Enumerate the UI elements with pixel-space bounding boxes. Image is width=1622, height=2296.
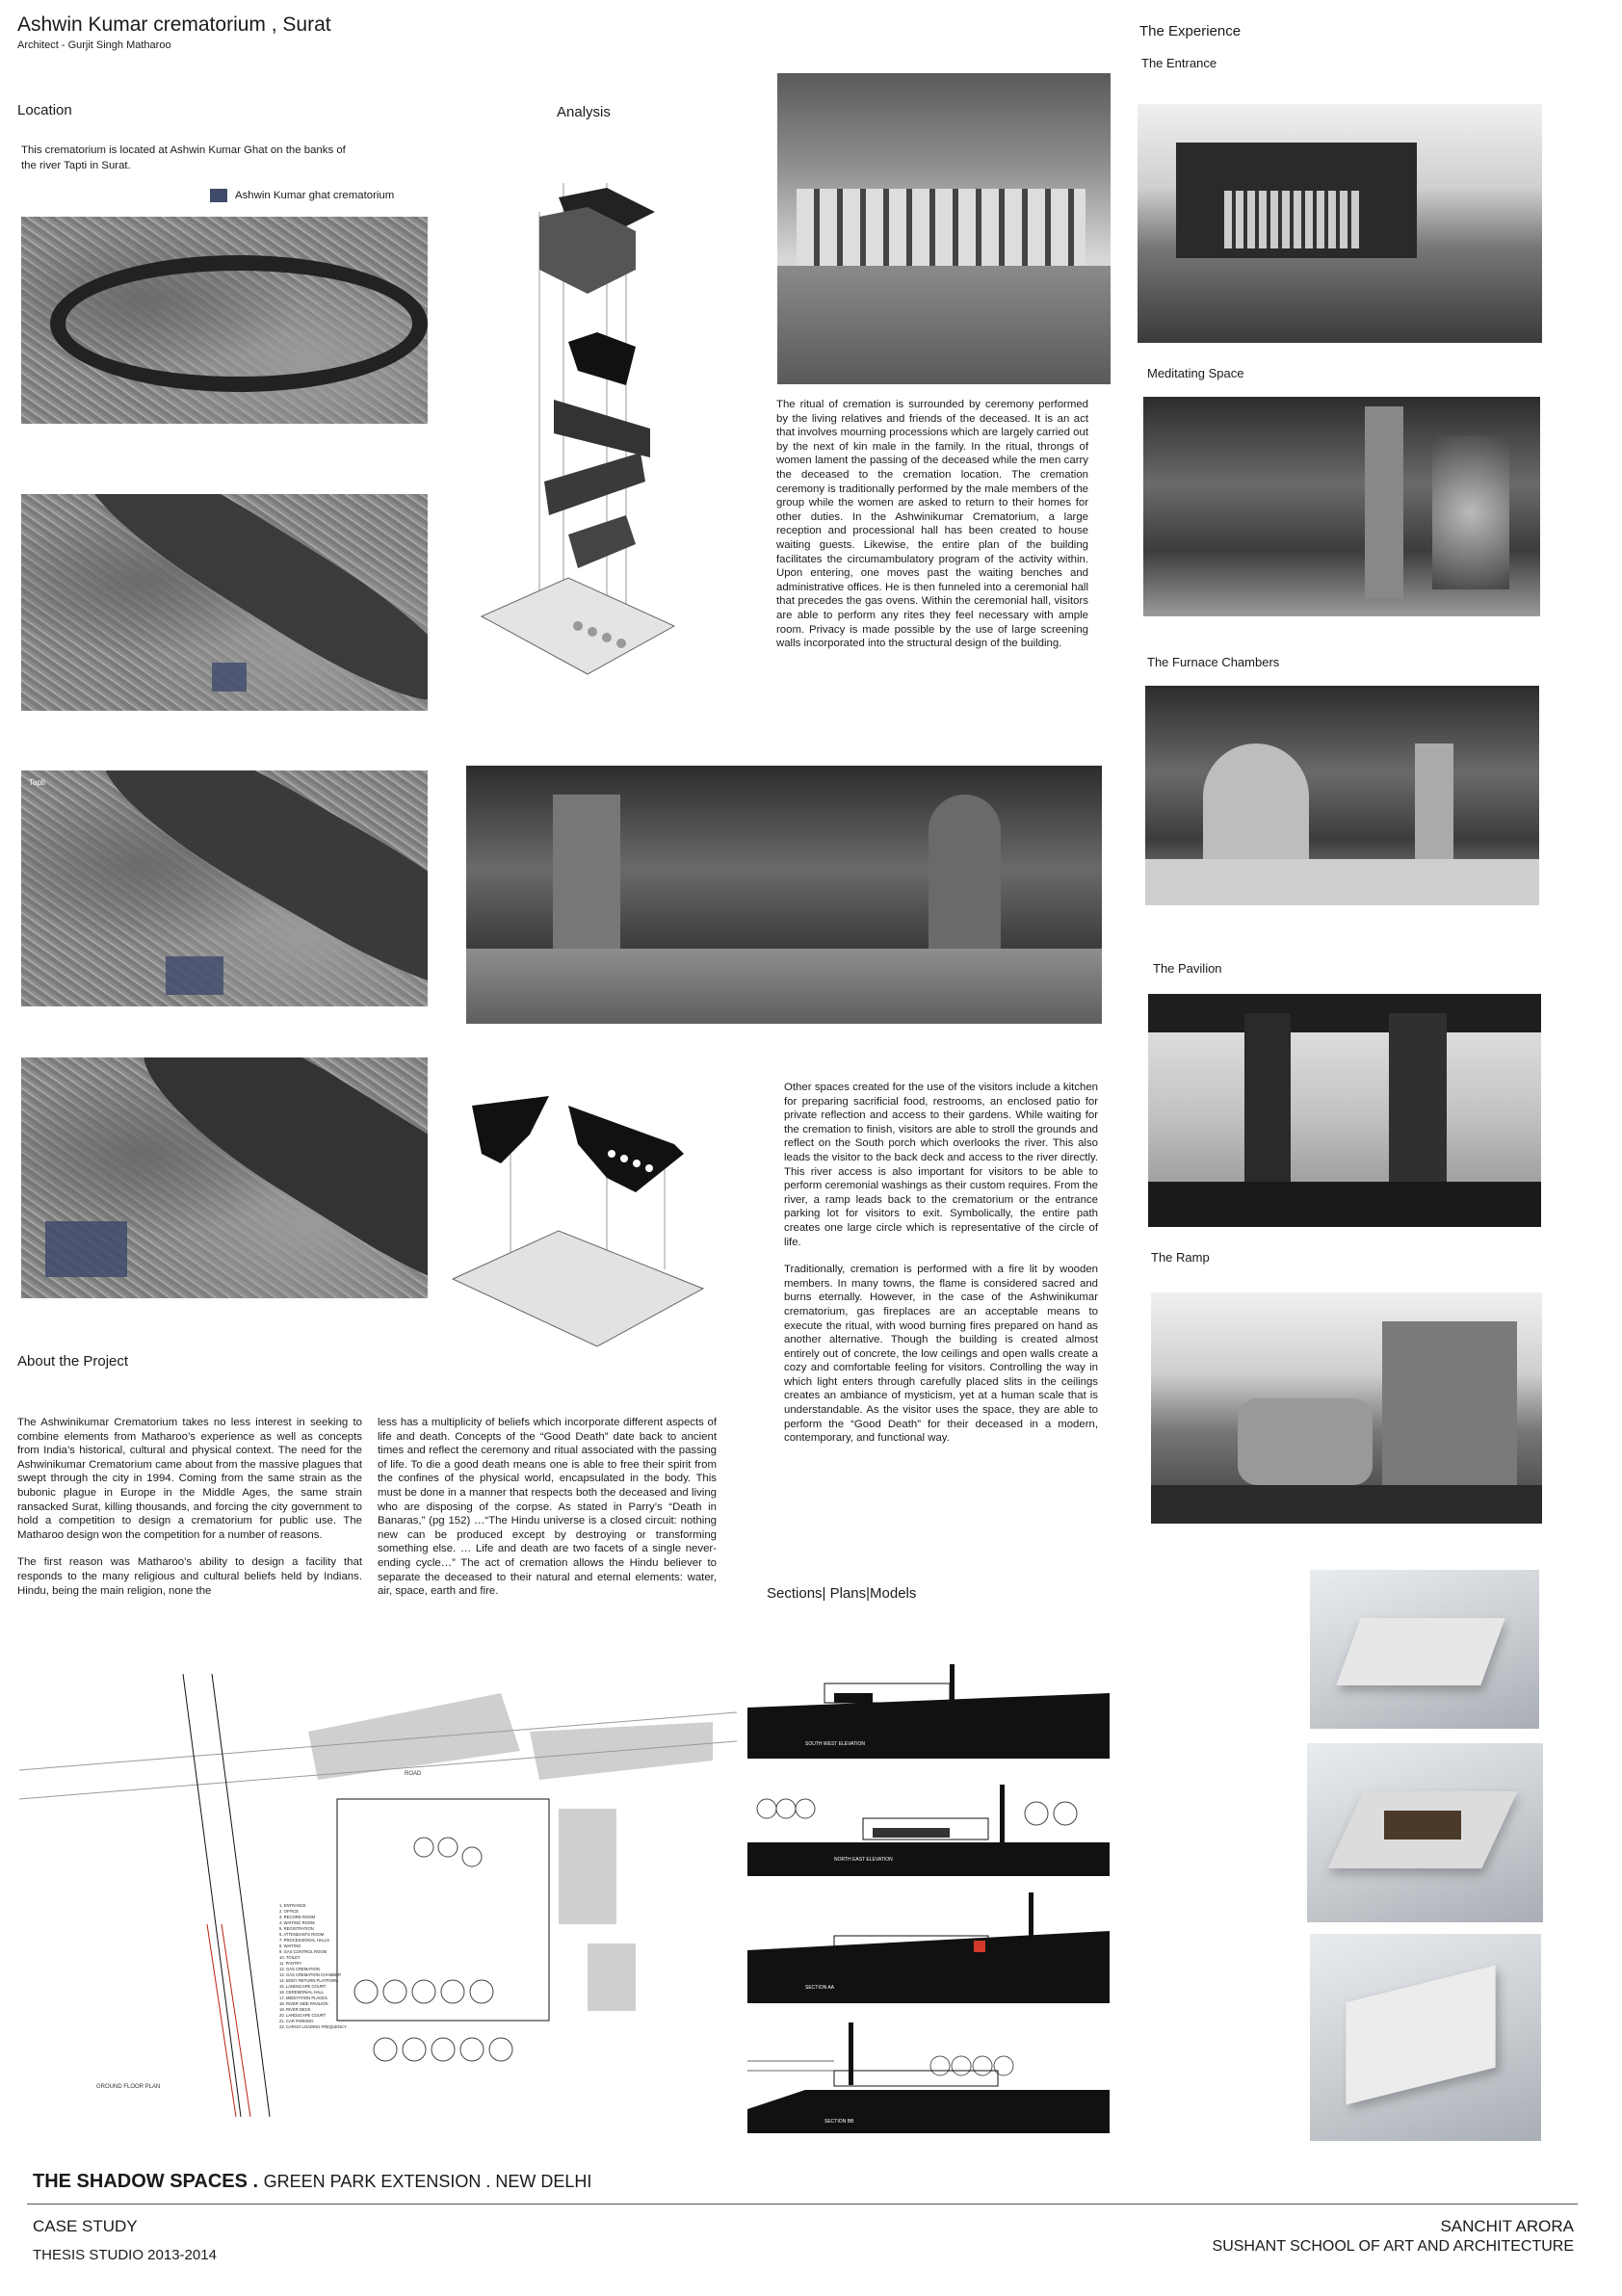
spaces-paragraph-1: Other spaces created for the use of the … (784, 1082, 1098, 1248)
plan-legend-22: 22. CARGO LOADING FREQUENCY (279, 2024, 347, 2029)
plan-legend-15: 15. LANDSCAPE COURT (279, 1984, 327, 1989)
about-paragraph-1: The Ashwinikumar Crematorium takes no le… (17, 1417, 362, 1541)
footer-project-line: THE SHADOW SPACES . GREEN PARK EXTENSION… (33, 2171, 591, 2193)
location-heading: Location (17, 102, 72, 118)
about-column-1: The Ashwinikumar Crematorium takes no le… (17, 1416, 362, 1611)
section-drawing-1: SOUTH WEST ELEVATION (747, 1664, 1110, 1759)
plan-legend-13: 13. GAS CREMATION CHAMBER (279, 1972, 341, 1977)
plan-legend-8: 8. WAITING (279, 1944, 301, 1948)
footer-project: THE SHADOW SPACES . (33, 2171, 259, 2192)
block-3 (568, 332, 636, 385)
plan-legend-20: 20. LANDSCAPE COURT (279, 2013, 327, 2018)
section-label-1: SOUTH WEST ELEVATION (805, 1741, 865, 1747)
footer-case-study: CASE STUDY (33, 2217, 138, 2235)
plan-legend-7: 7. PROCESSIONAL HALLS (279, 1938, 329, 1943)
about-paragraph-2: The first reason was Matharoo’s ability … (17, 1556, 362, 1597)
plan-legend-4: 4. WAITING ROOM (279, 1920, 315, 1925)
section-label-2: NORTH EAST ELEVATION (834, 1857, 893, 1863)
section-drawing-2: NORTH EAST ELEVATION (747, 1785, 1110, 1876)
spaces-text: Other spaces created for the use of the … (784, 1081, 1098, 1459)
about-heading: About the Project (17, 1353, 129, 1370)
satellite-map-3: Tapti (21, 770, 428, 1006)
plan-legend-12: 12. GAS CREMATION (279, 1967, 320, 1971)
section-drawing-3: SECTION AA (747, 1892, 1110, 2003)
caption-entrance: The Entrance (1141, 56, 1217, 70)
photo-interior-hall (466, 766, 1102, 1024)
block-5 (544, 453, 645, 515)
footer-author: SANCHIT ARORA (1440, 2217, 1574, 2235)
photo-model-3 (1310, 1934, 1541, 2141)
plan-legend-1: 1. ENTRANCE (279, 1903, 306, 1908)
photo-model-2 (1307, 1743, 1543, 1922)
crematorium-marker (212, 663, 247, 691)
about-column-2: less has a multiplicity of beliefs which… (378, 1417, 717, 1598)
footer-studio: THESIS STUDIO 2013-2014 (33, 2247, 217, 2263)
sections-heading: Sections| Plans|Models (767, 1585, 917, 1602)
satellite-map-2 (21, 494, 428, 711)
plan-legend-11: 11. PANTRY (279, 1961, 301, 1966)
plan-legend-18: 18. RIVER SIDE PAVILION (279, 2001, 328, 2006)
block-6 (568, 515, 636, 568)
footer-location: GREEN PARK EXTENSION . NEW DELHI (263, 2172, 592, 2191)
satellite-map-1 (21, 217, 428, 424)
plan-legend-5: 5. REGISTRATION (279, 1926, 314, 1931)
plan-legend-9: 9. GAS CONTROL ROOM (279, 1949, 327, 1954)
experience-heading: The Experience (1139, 23, 1242, 39)
footer-divider (27, 2204, 1578, 2205)
section-label-4: SECTION BB (824, 2119, 854, 2125)
footer-school: SUSHANT SCHOOL OF ART AND ARCHITECTURE (1212, 2238, 1574, 2255)
plan-legend-16: 16. CEREMONIAL HALL (279, 1990, 325, 1995)
roof-mass-2 (539, 207, 636, 294)
map-legend: Ashwin Kumar ghat crematorium (210, 189, 394, 202)
caption-meditating-space: Meditating Space (1147, 366, 1244, 380)
caption-furnace-chambers: The Furnace Chambers (1147, 655, 1280, 669)
exploded-axonometric-2 (451, 1096, 705, 1347)
photo-meditating-space (1143, 397, 1540, 616)
spaces-paragraph-2: Traditionally, cremation is performed wi… (784, 1264, 1098, 1445)
plan-road-label: ROAD (405, 1771, 422, 1777)
page-title: Ashwin Kumar crematorium , Surat (17, 13, 331, 36)
photo-entrance (1138, 104, 1542, 343)
photo-pavilion (1148, 994, 1541, 1227)
base-plan-2 (451, 1230, 705, 1347)
caption-pavilion: The Pavilion (1153, 961, 1222, 976)
crematorium-marker (166, 956, 223, 995)
plan-legend-3: 3. RECORD ROOM (279, 1915, 316, 1919)
plan-legend-2: 2. OFFICE (279, 1909, 299, 1914)
block-4 (554, 400, 650, 457)
photo-screen-wall (777, 73, 1111, 384)
plan-legend-14: 14. BODY RETURN PLATFORM (279, 1978, 339, 1983)
section-label-3: SECTION AA (805, 1985, 835, 1991)
roof-slab-2 (568, 1106, 684, 1192)
plan-legend-10: 10. TOILET (279, 1955, 301, 1960)
caption-ramp: The Ramp (1151, 1250, 1210, 1265)
plan-title: GROUND FLOOR PLAN (96, 2084, 160, 2090)
roof-slab-1 (472, 1096, 549, 1163)
crematorium-marker (45, 1221, 127, 1277)
plan-legend-21: 21. CAR PARKING (279, 2019, 314, 2023)
legend-swatch (210, 189, 227, 202)
plan-legend-17: 17. MEDITATION PLACES (279, 1996, 327, 2000)
legend-label: Ashwin Kumar ghat crematorium (235, 190, 395, 202)
ritual-text: The ritual of cremation is surrounded by… (776, 399, 1088, 650)
plan-legend-6: 6. ATTENDANTS ROOM (279, 1932, 325, 1937)
photo-furnace-chambers (1145, 686, 1539, 905)
photo-model-1 (1310, 1570, 1539, 1729)
location-text: This crematorium is located at Ashwin Ku… (21, 144, 346, 171)
ground-floor-plan: ROAD GROUND FLOOR PLAN 1. ENTRANCE 2. OF… (19, 1674, 737, 2117)
section-drawing-4: SECTION BB (747, 2022, 1110, 2133)
satellite-map-4 (21, 1057, 428, 1298)
photo-ramp (1151, 1292, 1542, 1524)
architect-credit: Architect - Gurjit Singh Matharoo (17, 39, 171, 51)
analysis-heading: Analysis (557, 104, 611, 120)
map-label-tapti: Tapti (29, 778, 45, 787)
exploded-axonometric (480, 183, 676, 675)
plan-legend-19: 19. RIVER DECK (279, 2007, 311, 2012)
